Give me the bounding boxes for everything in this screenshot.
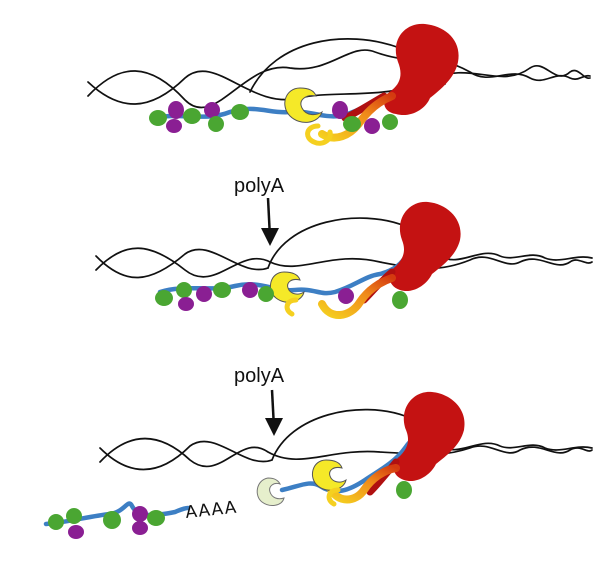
dna-helix [87,38,591,109]
polya-label-1: polyA [234,175,285,197]
panel-1 [87,23,591,146]
panel-3: polyA [43,365,593,539]
ctd-tail [318,274,396,319]
ctd-tail [326,464,400,504]
polya-arrow-2 [265,389,283,436]
rna-polymerase [341,23,459,122]
rna-binding-protein [396,481,412,499]
released-mrna: AAAA [43,498,238,539]
cleavage-complex [284,87,333,146]
cleavage-complex [269,271,305,317]
rna-binding-proteins [149,101,398,134]
rna-binding-proteins [155,282,408,311]
polya-label-2: polyA [234,365,285,387]
polya-arrow-1 [261,197,279,246]
panel-2: polyA [95,175,593,319]
polya-tail: AAAA [184,498,238,523]
cleavage-complex [311,459,347,507]
released-complex [256,477,285,506]
dna-helix [99,408,593,471]
dna-helix [95,217,593,279]
rna-polymerase [366,391,465,496]
